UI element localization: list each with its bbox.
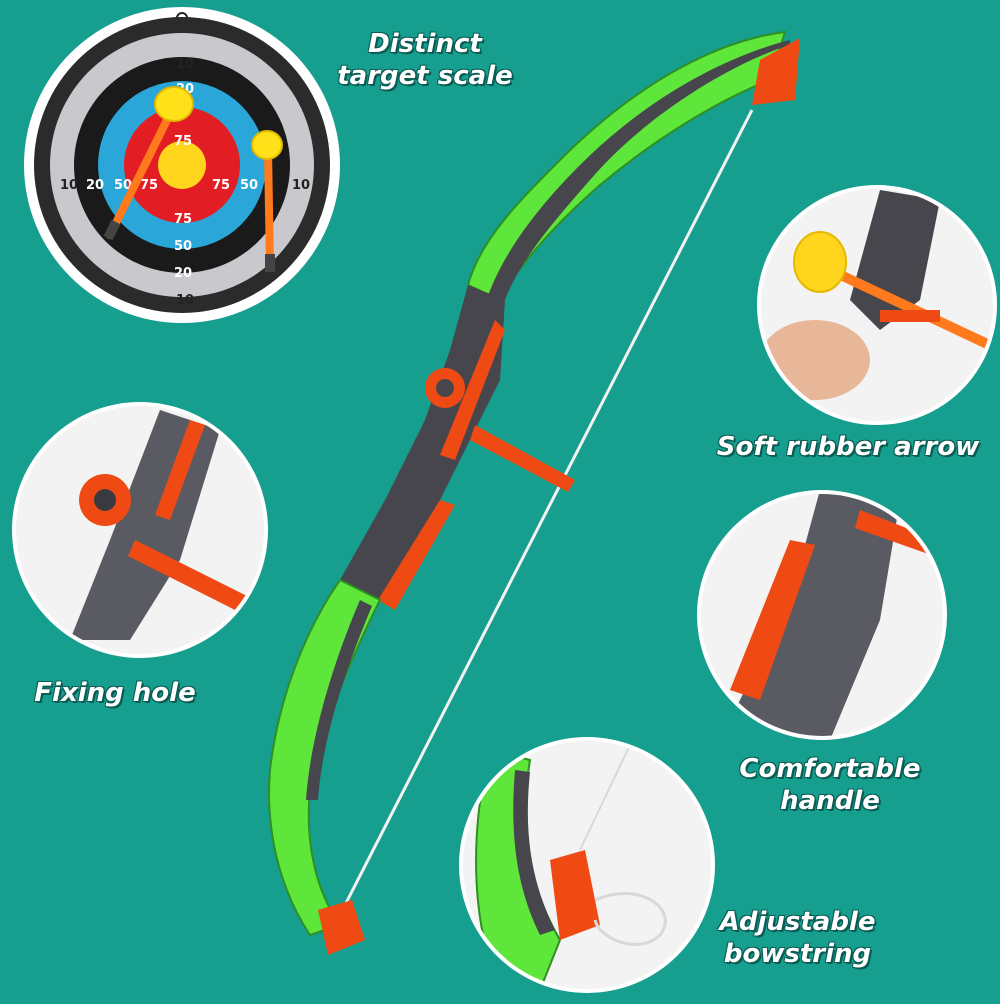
target-score-75-bottom: 75 — [174, 212, 192, 227]
target-score-20-bottom: 20 — [174, 266, 192, 281]
target-score-20-left: 20 — [86, 178, 104, 193]
label-handle-line1: Comfortable — [739, 754, 921, 784]
label-bowstring-line1: Adjustable — [719, 907, 876, 937]
bow-main — [268, 30, 800, 955]
target-score-10-right: 10 — [292, 178, 310, 193]
target-score-75-right: 75 — [212, 178, 230, 193]
fixing-hole-inset — [12, 402, 268, 658]
label-target-line1: Distinct — [368, 29, 482, 59]
label-fixing-hole: Fixing hole — [34, 678, 196, 708]
target-score-50-bottom: 50 — [174, 239, 192, 254]
label-handle-line2: handle — [780, 786, 880, 816]
handle-inset — [697, 490, 947, 740]
target-score-10-top: 10 — [176, 57, 194, 72]
target-score-75-left: 75 — [140, 178, 158, 193]
label-adjustable-bowstring: Adjustable bowstring — [705, 906, 890, 970]
label-bowstring-line2: bowstring — [723, 939, 872, 969]
label-comfortable-handle: Comfortable handle — [730, 753, 930, 817]
target-score-75-top: 75 — [174, 134, 192, 149]
target-score-10-bottom: 10 — [176, 293, 194, 308]
bowstring-inset — [459, 737, 715, 993]
target-score-50-left: 50 — [114, 178, 132, 193]
target-inset: 10 10 10 10 20 20 20 50 50 50 75 75 75 7… — [24, 7, 340, 323]
target-score-10-left: 10 — [60, 178, 78, 193]
label-target-scale: Distinct target scale — [320, 28, 530, 92]
label-soft-rubber-arrow: Soft rubber arrow — [716, 432, 980, 462]
label-target-line2: target scale — [337, 61, 513, 91]
bowstring — [343, 109, 754, 906]
target-score-50-right: 50 — [240, 178, 258, 193]
arrow-inset — [757, 185, 997, 425]
